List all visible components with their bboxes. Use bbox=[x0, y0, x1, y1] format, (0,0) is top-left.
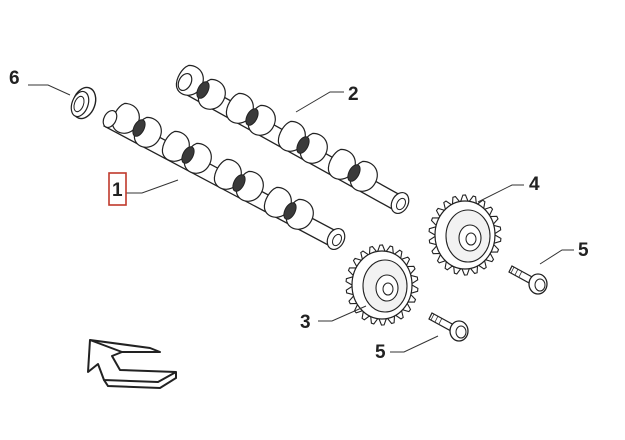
callout-1[interactable]: 1 bbox=[112, 180, 123, 201]
camshaft-1[interactable] bbox=[100, 99, 348, 253]
selected-callout-box bbox=[108, 172, 127, 206]
seal-ring[interactable] bbox=[68, 84, 100, 122]
callout-5-right[interactable]: 5 bbox=[578, 240, 589, 261]
bolt-lower[interactable] bbox=[428, 312, 469, 342]
callout-6[interactable]: 6 bbox=[9, 68, 20, 89]
timing-gear-4[interactable] bbox=[428, 194, 502, 276]
bolt-right[interactable] bbox=[508, 265, 548, 295]
callout-5-lower[interactable]: 5 bbox=[375, 342, 386, 363]
camshaft-2[interactable] bbox=[171, 61, 412, 217]
callout-2[interactable]: 2 bbox=[348, 84, 359, 105]
callout-4[interactable]: 4 bbox=[529, 174, 540, 195]
timing-gear-3[interactable] bbox=[345, 244, 419, 326]
callout-3[interactable]: 3 bbox=[300, 312, 311, 333]
hollow-arrow-icon bbox=[87, 339, 177, 390]
callout-labels: 6 2 1 4 5 3 5 bbox=[9, 68, 589, 363]
leader-lines bbox=[28, 84, 574, 353]
